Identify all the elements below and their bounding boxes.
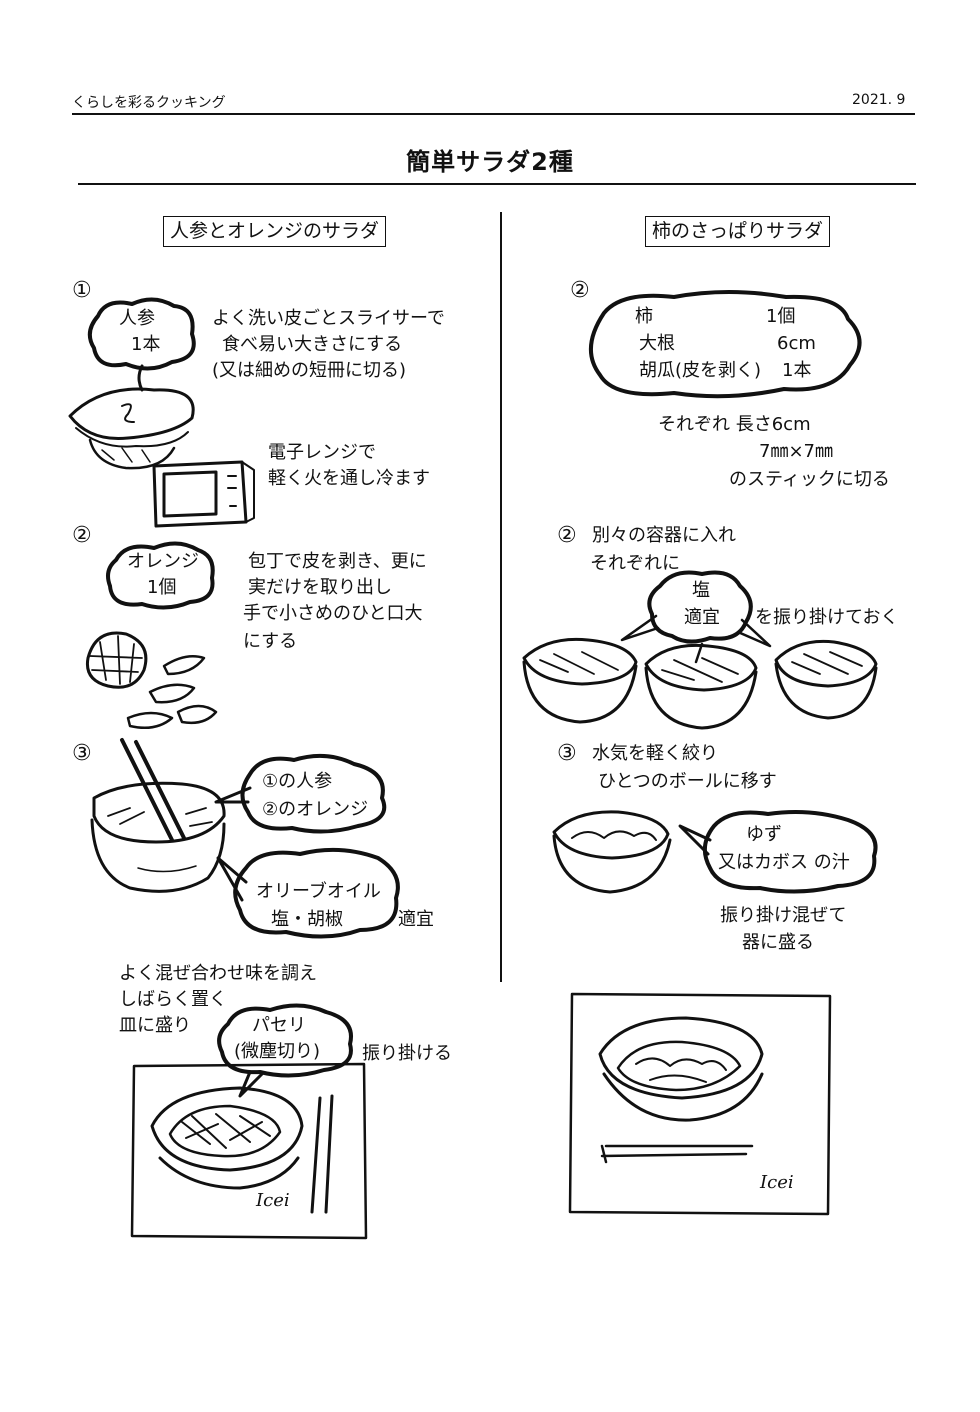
step2-text-1: 包丁で皮を剥き、更に — [248, 553, 427, 571]
r-step2-text-1: 別々の容器に入れ — [592, 527, 736, 545]
ingredient-persimmon: 柿 — [635, 308, 653, 326]
signature-left: Icei — [256, 1190, 290, 1211]
orange-qty: 1個 — [147, 579, 176, 597]
step2-text-2: 実だけを取り出し — [248, 579, 392, 597]
mix-ingredient-1: ①の人参 — [262, 773, 332, 791]
issue-date: 2021. 9 — [852, 92, 905, 108]
carrot-qty: 1本 — [131, 336, 160, 354]
series-name: くらしを彩るクッキング — [72, 92, 226, 112]
column-divider — [500, 212, 502, 982]
header-rule — [72, 113, 915, 115]
step3-text-3: 皿に盛り — [119, 1017, 191, 1035]
step3-text-1: よく混ぜ合わせ味を調え — [119, 965, 317, 983]
r-step3-text-2: ひとつのボールに移す — [598, 773, 777, 791]
r-step3-after-2: 器に盛る — [742, 934, 814, 952]
r-step1-text-2: 7㎜×7㎜ — [759, 443, 833, 461]
microwave-text-2: 軽く火を通し冷ます — [268, 470, 430, 488]
left-plated-salad-illustration — [130, 1062, 370, 1242]
ingredient-daikon-qty: 6cm — [777, 335, 816, 353]
microwave-icon — [150, 456, 260, 532]
yuzu-label: ゆず — [746, 826, 782, 844]
right-plated-salad-illustration — [566, 990, 836, 1220]
step2-number: ② — [72, 525, 92, 547]
ingredient-persimmon-qty: 1個 — [766, 308, 795, 326]
page-title: 簡単サラダ2種 — [0, 142, 980, 177]
left-recipe-title: 人参とオレンジのサラダ — [163, 216, 386, 247]
step3-text-2: しばらく置く — [119, 991, 227, 1009]
step2-text-4: にする — [243, 633, 297, 651]
mix-ingredient-2: ②のオレンジ — [262, 801, 368, 819]
three-bowls-illustration — [518, 630, 888, 730]
ingredient-cucumber: 胡瓜(皮を剥く) — [639, 362, 761, 380]
r-step2-after: を振り掛けておく — [755, 609, 898, 627]
seasoning-line-2: 塩・胡椒 — [271, 911, 343, 929]
signature-right: Icei — [760, 1172, 794, 1193]
ingredients-cloud — [578, 285, 868, 403]
parsley-label: パセリ — [252, 1017, 306, 1035]
orange-cloud — [104, 538, 222, 610]
step1-text-1: よく洗い皮ごとスライサーで — [212, 310, 445, 328]
sprinkle-text: 振り掛ける — [362, 1045, 452, 1063]
orange-segments-illustration — [78, 622, 228, 742]
r-step3-text-1: 水気を軽く絞り — [592, 745, 718, 763]
parsley-note: (微塵切り) — [234, 1043, 320, 1061]
r-step2-number: ② — [557, 525, 577, 547]
ingredient-cucumber-qty: 1本 — [782, 362, 811, 380]
step1-text-2: 食べ易い大きさにする — [222, 336, 402, 354]
r-step1-text-3: のスティックに切る — [729, 471, 890, 489]
orange-label: オレンジ — [127, 553, 199, 571]
yuzu-bowl-illustration — [548, 806, 888, 896]
r-step3-after-1: 振り掛け混ぜて — [720, 907, 847, 925]
seasoning-qty: 適宜 — [398, 911, 434, 929]
ingredient-daikon: 大根 — [639, 335, 675, 353]
microwave-text-1: 電子レンジで — [268, 444, 376, 462]
r-step3-number: ③ — [557, 743, 577, 765]
title-rule — [78, 183, 916, 185]
step2-text-3: 手で小さめのひと口大 — [243, 605, 422, 623]
seasoning-line-1: オリーブオイル — [256, 883, 381, 901]
r-step1-text-1: それぞれ 長さ6cm — [658, 416, 811, 434]
yuzu-note: 又はカボス の汁 — [718, 854, 850, 872]
right-recipe-title: 柿のさっぱりサラダ — [645, 216, 830, 247]
carrot-label: 人参 — [119, 310, 155, 328]
salt-label: 塩 — [692, 582, 710, 600]
salt-qty: 適宜 — [684, 609, 720, 627]
